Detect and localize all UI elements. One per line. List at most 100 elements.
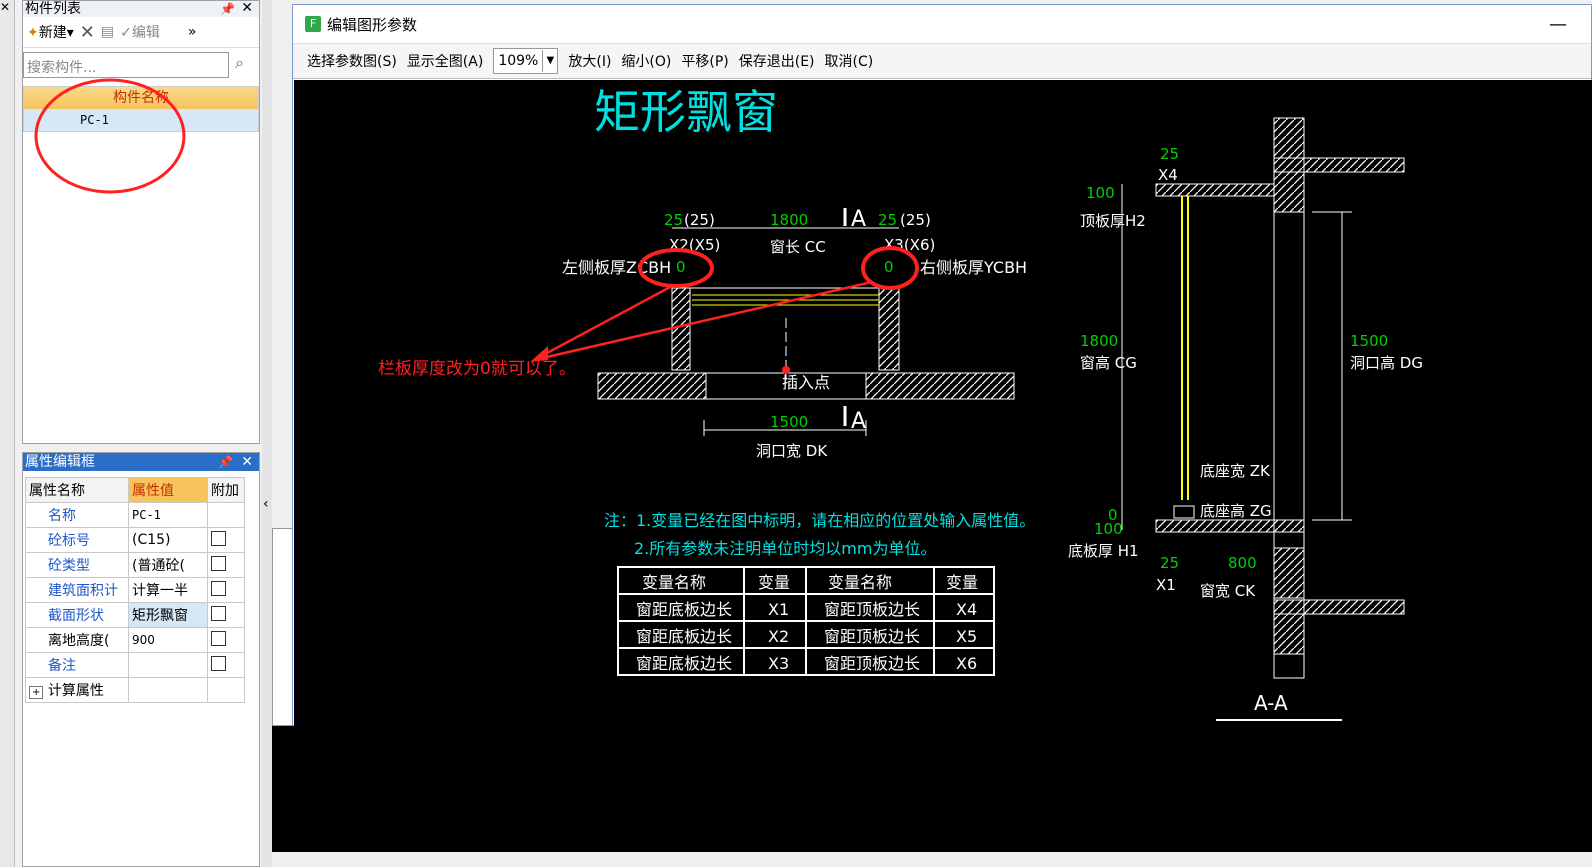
component-name-column-header[interactable]: 构件名称 xyxy=(24,87,258,109)
label-dk: 洞口宽 DK xyxy=(756,442,828,460)
annotation-text: 栏板厚度改为0就可以了。 xyxy=(378,359,576,379)
zoom-out-button[interactable]: 缩小(O) xyxy=(621,54,672,70)
pin-icon[interactable]: 📌 xyxy=(220,2,235,16)
column-header-value: 属性值 xyxy=(128,477,208,503)
checkbox[interactable] xyxy=(211,555,226,571)
note-line-2: 2.所有参数未注明单位时均以mm为单位。 xyxy=(634,539,936,558)
section-wall-hatch xyxy=(1273,613,1305,655)
table-header: 变量 xyxy=(946,573,978,592)
pin-icon[interactable]: 📌 xyxy=(218,455,233,469)
copy-icon[interactable]: ▤ xyxy=(100,24,115,40)
table-cell: 窗距顶板边长 xyxy=(824,600,920,619)
zoom-in-button[interactable]: 放大(I) xyxy=(568,54,612,70)
annotation-arrow-right xyxy=(533,280,873,362)
dim-zg: 0 xyxy=(1108,506,1118,524)
section-mark-bottom: A xyxy=(851,409,866,434)
table-header: 变量 xyxy=(758,573,790,592)
table-cell: X4 xyxy=(956,600,977,619)
dim-dk: 1500 xyxy=(770,413,808,431)
table-cell: 窗距底板边长 xyxy=(636,600,732,619)
list-item[interactable]: PC-1 xyxy=(24,109,258,131)
section-labels: 25 X4 100 顶板厚H2 1800 窗高 CG 1500 洞口高 DG 底… xyxy=(1068,145,1423,715)
plan-view xyxy=(597,208,1015,436)
checkbox[interactable] xyxy=(211,655,226,671)
component-list-panel: 构件列表 📌 ✕ ✦新建▾ ✕ ▤ ✓编辑 » 搜索构件... ⌕ 构件名称 P… xyxy=(22,0,260,444)
table-row[interactable]: 砼类型(普通砼( xyxy=(25,552,245,578)
dim-left-width-paren: (25) xyxy=(684,211,715,229)
component-list-toolbar: ✦新建▾ ✕ ▤ ✓编辑 » xyxy=(23,17,259,48)
close-icon[interactable]: ✕ xyxy=(241,454,253,470)
table-cell: 窗距顶板边长 xyxy=(824,627,920,646)
panel-splitter[interactable]: ‹ xyxy=(262,0,272,867)
table-row[interactable]: 砼标号(C15) xyxy=(25,527,245,553)
label-cg: 窗高 CG xyxy=(1080,354,1137,372)
value-left-thickness[interactable]: 0 xyxy=(676,258,686,276)
section-bottom-slab xyxy=(1155,519,1305,533)
checkbox[interactable] xyxy=(211,580,226,596)
table-cell: X6 xyxy=(956,654,977,673)
background-view-tab[interactable] xyxy=(272,528,294,726)
pan-button[interactable]: 平移(P) xyxy=(681,54,729,70)
checkbox[interactable] xyxy=(211,630,226,646)
plan-left-wall xyxy=(671,287,691,371)
dim-right-width: 25 xyxy=(878,211,897,229)
plan-right-slab xyxy=(865,372,1015,400)
save-exit-button[interactable]: 保存退出(E) xyxy=(738,54,815,70)
cancel-button[interactable]: 取消(C) xyxy=(824,54,874,70)
left-dock-strip: ✕ xyxy=(0,0,15,867)
dim-h2: 100 xyxy=(1086,184,1115,202)
dim-ck: 800 xyxy=(1228,554,1257,572)
label-dg: 洞口高 DG xyxy=(1350,354,1423,372)
table-cell: X2 xyxy=(768,627,789,646)
show-all-button[interactable]: 显示全图(A) xyxy=(406,54,484,70)
section-wall-hatch xyxy=(1273,171,1305,213)
dialog-title-bar: F 编辑图形参数 — xyxy=(293,5,1591,43)
table-cell: 窗距底板边长 xyxy=(636,627,732,646)
value-right-thickness[interactable]: 0 xyxy=(884,258,894,276)
label-x4: X4 xyxy=(1158,166,1178,184)
parametric-drawing: 矩形飘窗 25 (25) 1800 A 25 (25) X2(X5) 窗长 CC… xyxy=(378,85,1423,721)
chevron-down-icon[interactable]: ▼ xyxy=(542,50,557,72)
checkbox[interactable] xyxy=(211,605,226,621)
more-icon[interactable]: » xyxy=(187,24,197,40)
new-button[interactable]: ✦新建▾ xyxy=(27,25,74,41)
collapse-left-icon[interactable]: ‹ xyxy=(263,496,269,512)
annotation-circle-left-ellipse xyxy=(34,78,186,194)
section-view xyxy=(1121,117,1405,721)
label-right-thickness: 右侧板厚YCBH xyxy=(920,258,1027,277)
checkbox[interactable] xyxy=(211,530,226,546)
table-row[interactable]: 离地高度(900 xyxy=(25,627,245,653)
note-line-1: 注：1.变量已经在图中标明，请在相应的位置处输入属性值。 xyxy=(604,511,1035,530)
insert-point-marker xyxy=(782,366,790,374)
table-row[interactable]: 备注 xyxy=(25,652,245,678)
table-row[interactable]: 建筑面积计计算一半 xyxy=(25,577,245,603)
label-insert-point: 插入点 xyxy=(782,373,830,392)
minimize-icon[interactable]: — xyxy=(1549,13,1567,35)
label-cc: 窗长 CC xyxy=(770,238,826,256)
search-icon[interactable]: ⌕ xyxy=(235,53,244,72)
section-bottom-floor xyxy=(1273,599,1405,615)
drawing-canvas[interactable]: 矩形飘窗 25 (25) 1800 A 25 (25) X2(X5) 窗长 CC… xyxy=(294,80,1592,726)
expand-icon[interactable]: + xyxy=(29,686,44,699)
plan-labels: 25 (25) 1800 A 25 (25) X2(X5) 窗长 CC X3(X… xyxy=(562,207,1027,460)
select-param-button[interactable]: 选择参数图(S) xyxy=(307,54,397,70)
table-row[interactable]: 截面形状矩形飘窗 xyxy=(25,602,245,628)
close-icon[interactable]: ✕ xyxy=(241,0,253,16)
label-h1: 底板厚 H1 xyxy=(1068,542,1139,560)
zoom-select[interactable]: 109%▼ xyxy=(493,48,559,74)
table-row[interactable]: + 计算属性 xyxy=(25,677,245,703)
label-x6: X3(X6) xyxy=(884,236,935,254)
section-wall-hatch xyxy=(1273,547,1305,599)
background-drawing-canvas xyxy=(272,726,1592,852)
edit-button[interactable]: ✓编辑 xyxy=(120,25,160,41)
search-input[interactable]: 搜索构件... xyxy=(23,52,229,78)
delete-icon[interactable]: ✕ xyxy=(79,21,95,43)
dim-dg: 1500 xyxy=(1350,332,1388,350)
drawing-title: 矩形飘窗 xyxy=(594,85,778,139)
section-mark-top: A xyxy=(851,207,866,232)
close-icon[interactable]: ✕ xyxy=(0,0,11,14)
table-cell: X5 xyxy=(956,627,977,646)
dim-h1: 100 xyxy=(1094,520,1123,538)
